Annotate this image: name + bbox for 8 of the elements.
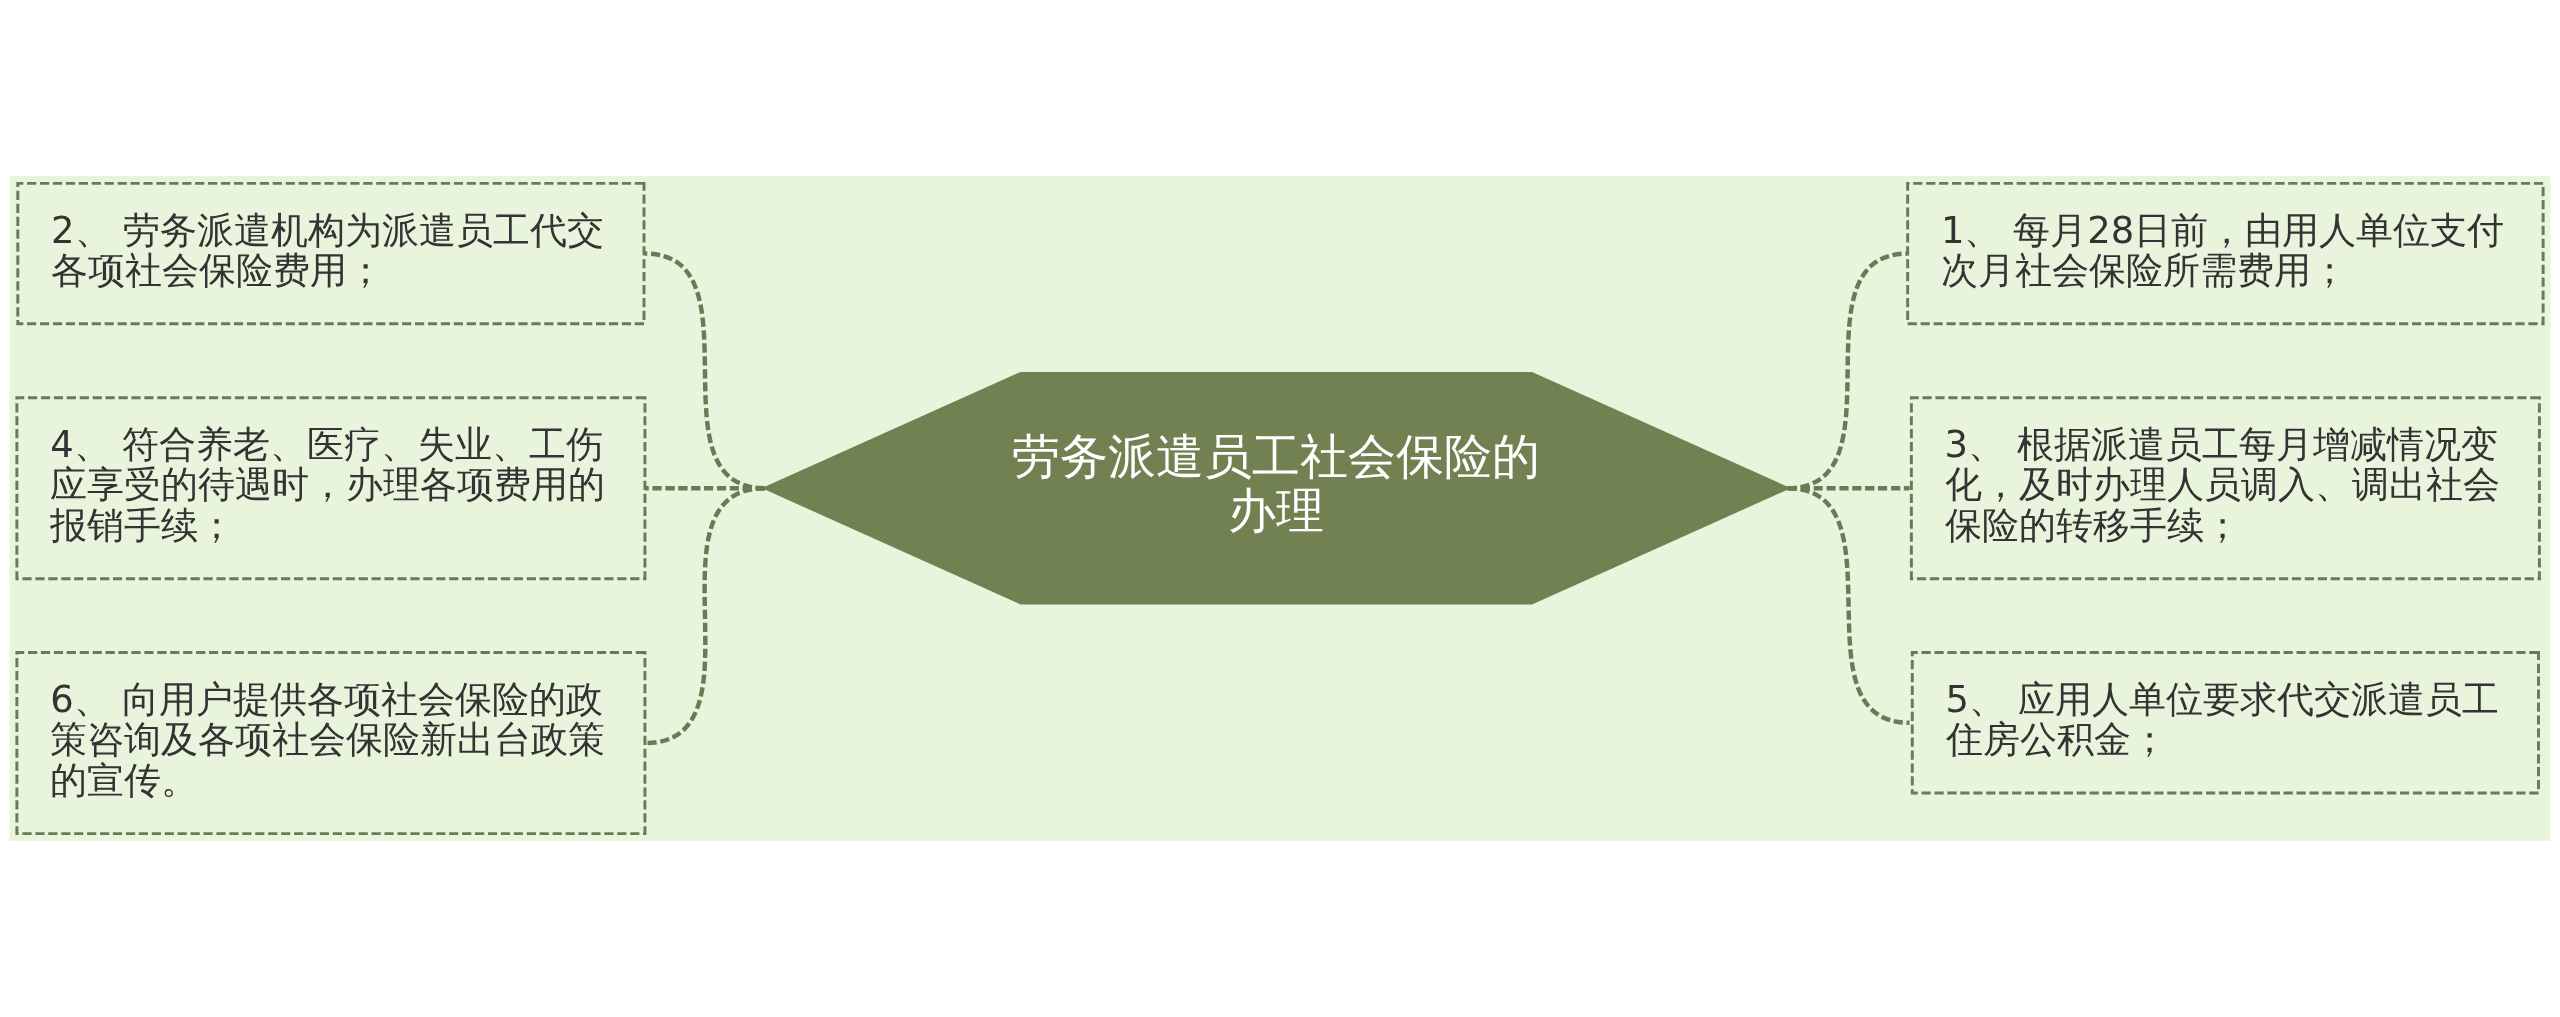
node-box: 3、 根据派遣员工每月增减情况变化，及时办理人员调入、调出社会保险的转移手续； (1909, 396, 2541, 581)
node-box: 2、 劳务派遣机构为派遣员工代交各项社会保险费用； (16, 181, 646, 326)
node-box: 5、 应用人单位要求代交派遣员工住房公积金； (1910, 651, 2540, 795)
node-box: 4、 符合养老、医疗、失业、工伤应享受的待遇时，办理各项费用的报销手续； (15, 396, 647, 581)
connector (1787, 486, 1910, 725)
connector (644, 486, 766, 746)
node-box: 1、 每月28日前，由用人单位支付次月社会保险所需费用； (1906, 181, 2545, 326)
node-box: 6、 向用户提供各项社会保险的政策咨询及各项社会保险新出台政策的宣传。 (15, 651, 647, 836)
